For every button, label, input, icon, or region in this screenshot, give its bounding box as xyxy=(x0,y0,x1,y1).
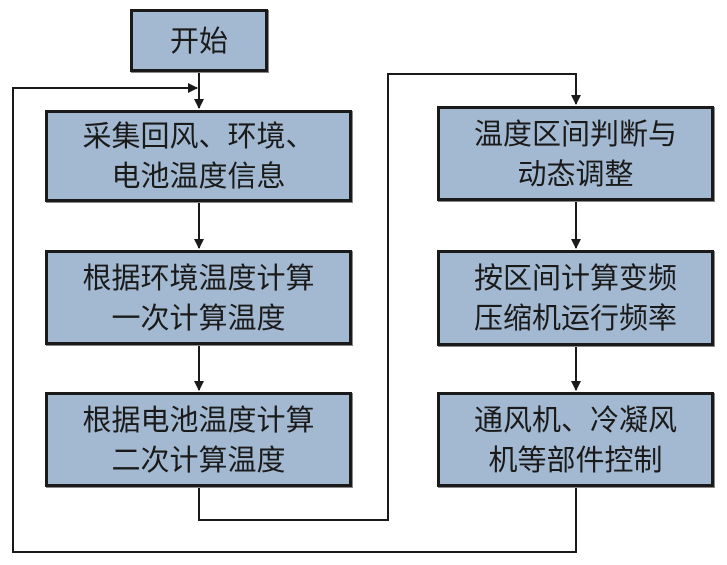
edge-second-calc-interval-judge xyxy=(198,73,581,521)
node-compressor-freq: 按区间计算变频 压缩机运行频率 xyxy=(437,250,714,346)
node-first-calc: 根据环境温度计算 一次计算温度 xyxy=(45,250,352,345)
node-compressor-freq-line2: 压缩机运行频率 xyxy=(473,301,677,335)
node-collect-line1: 采集回风、环境、 xyxy=(82,119,315,153)
node-start-text: 开始 xyxy=(169,23,228,58)
node-fan-control-line2: 机等部件控制 xyxy=(488,442,663,477)
node-second-calc-line2: 二次计算温度 xyxy=(111,442,286,477)
edge-fan-control-collect xyxy=(12,83,577,553)
node-interval-judge: 温度区间判断与 动态调整 xyxy=(437,106,714,201)
node-second-calc-line1: 根据电池温度计算 xyxy=(82,402,315,437)
node-first-calc-line1: 根据环境温度计算 xyxy=(82,260,315,295)
node-fan-control: 通风机、冷凝风 机等部件控制 xyxy=(437,392,714,487)
node-first-calc-line2: 一次计算温度 xyxy=(111,300,286,335)
node-fan-control-line1: 通风机、冷凝风 xyxy=(473,402,677,437)
node-compressor-freq-line1: 按区间计算变频 xyxy=(473,261,677,295)
node-second-calc: 根据电池温度计算 二次计算温度 xyxy=(45,392,352,487)
node-collect: 采集回风、环境、 电池温度信息 xyxy=(45,110,352,202)
node-start: 开始 xyxy=(130,9,268,72)
node-collect-line2: 电池温度信息 xyxy=(111,159,286,193)
node-interval-judge-line1: 温度区间判断与 xyxy=(473,116,677,151)
node-interval-judge-line2: 动态调整 xyxy=(517,156,634,191)
